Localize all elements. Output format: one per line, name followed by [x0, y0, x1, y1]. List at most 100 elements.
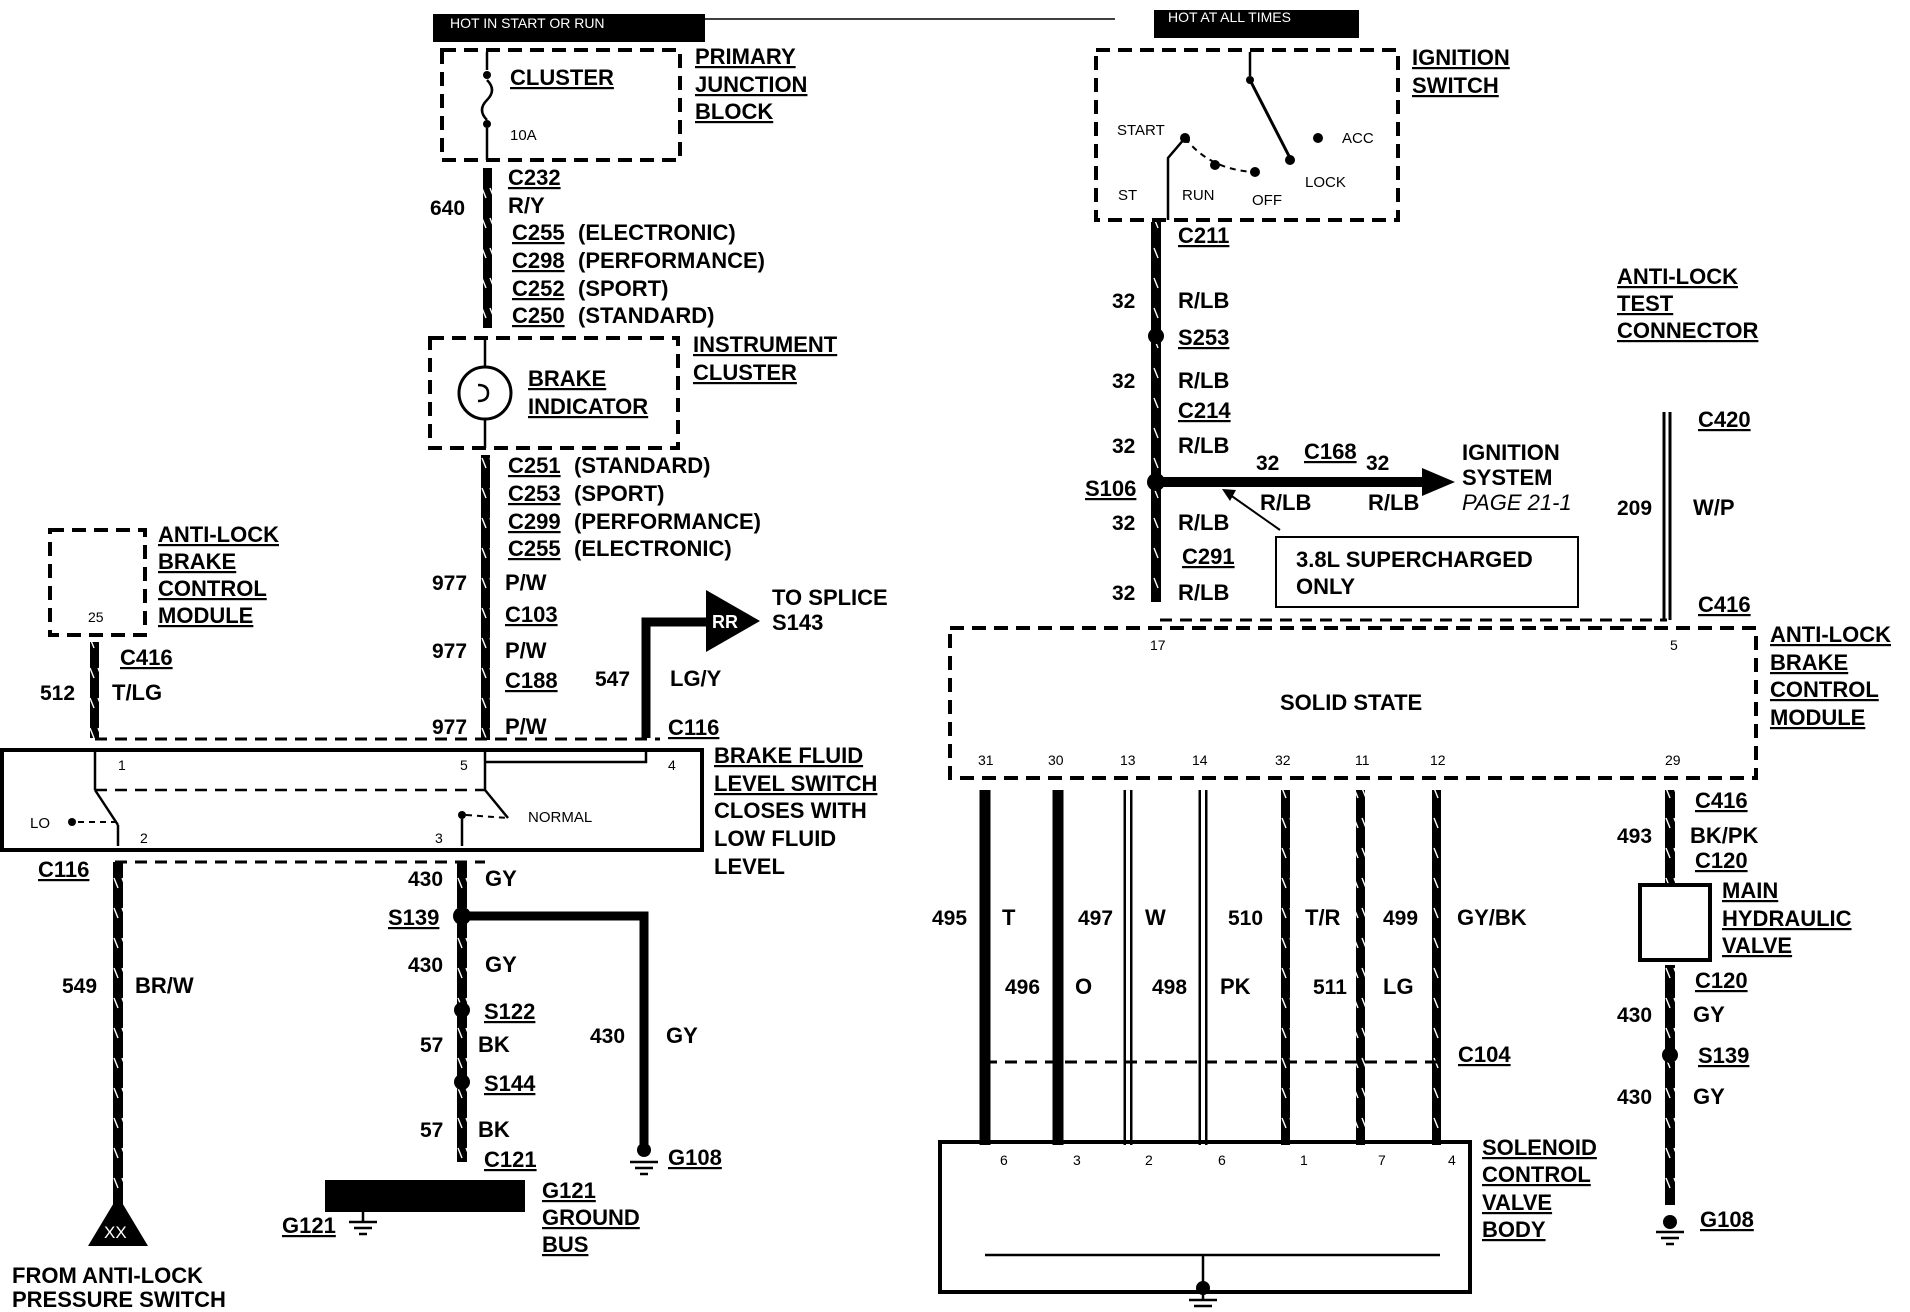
to-splice-label-2: S143	[772, 610, 823, 635]
abs-left-pin: 25	[88, 609, 104, 625]
svg-text:32: 32	[1275, 752, 1291, 768]
svg-text:C214: C214	[1178, 398, 1231, 423]
svg-text:430: 430	[408, 954, 443, 977]
svg-text:BK/PK: BK/PK	[1690, 823, 1759, 848]
svg-text:PK: PK	[1220, 974, 1251, 999]
ignition-switch	[1094, 48, 1400, 222]
svg-text:(STANDARD): (STANDARD)	[578, 303, 714, 328]
svg-text:S122: S122	[484, 999, 535, 1024]
svg-text:977: 977	[432, 640, 467, 663]
pressure-switch-label-2: PRESSURE SWITCH	[12, 1287, 226, 1312]
svg-text:(SPORT): (SPORT)	[574, 481, 664, 506]
svg-text:T/R: T/R	[1305, 905, 1341, 930]
ground-g108-left-icon	[630, 1143, 658, 1176]
svg-text:IGNITION: IGNITION	[1462, 440, 1560, 465]
svg-text:32: 32	[1256, 452, 1279, 475]
svg-text:CLOSES WITH: CLOSES WITH	[714, 798, 867, 823]
wire-32-feed	[1151, 222, 1161, 602]
svg-text:GY: GY	[1693, 1002, 1725, 1027]
switch-normal: NORMAL	[528, 809, 592, 826]
abs-right-top-pin-17: 17	[1150, 637, 1166, 653]
svg-text:VALVE: VALVE	[1722, 933, 1792, 958]
wire-512-color: T/LG	[112, 680, 162, 705]
solenoid-wires	[979, 790, 1441, 1145]
ground-g108-right-icon	[1656, 1215, 1684, 1246]
svg-text:GY: GY	[485, 952, 517, 977]
svg-text:R/LB: R/LB	[1178, 288, 1229, 313]
svg-text:LOCK: LOCK	[1305, 174, 1346, 191]
svg-text:R/LB: R/LB	[1368, 490, 1419, 515]
svg-text:(SPORT): (SPORT)	[578, 276, 668, 301]
abs-module-right-label: ANTI-LOCK BRAKE CONTROL MODULE	[1770, 622, 1891, 730]
instrument-cluster	[428, 336, 680, 450]
connector-c420: C420	[1698, 407, 1751, 432]
svg-text:7: 7	[1378, 1152, 1386, 1168]
wire-512-circuit: 512	[40, 682, 75, 705]
svg-text:(ELECTRONIC): (ELECTRONIC)	[578, 220, 736, 245]
solenoid-control-valve-body	[938, 1140, 1472, 1294]
g121-ground-bus	[325, 1180, 525, 1212]
svg-text:R/LB: R/LB	[1260, 490, 1311, 515]
solenoid-pins: 6 3 2 6 1 7 4	[1000, 1152, 1456, 1168]
svg-text:GY/BK: GY/BK	[1457, 905, 1527, 930]
svg-text:LOW FLUID: LOW FLUID	[714, 826, 836, 851]
to-splice-wire	[641, 590, 760, 738]
svg-text:510: 510	[1228, 907, 1263, 930]
to-splice-label-1: TO SPLICE	[772, 585, 888, 610]
connector-c104: C104	[1458, 1042, 1511, 1067]
svg-text:C255: C255	[512, 220, 565, 245]
brake-fluid-switch-label: BRAKE FLUID LEVEL SWITCH CLOSES WITH LOW…	[714, 743, 877, 879]
svg-text:ST: ST	[1118, 187, 1137, 204]
svg-text:S106: S106	[1085, 476, 1136, 501]
svg-text:VALVE: VALVE	[1482, 1190, 1552, 1215]
fuse-name: CLUSTER	[510, 65, 614, 90]
svg-text:BUS: BUS	[542, 1232, 588, 1257]
svg-text:C250: C250	[512, 303, 565, 328]
g121-label: G121	[282, 1213, 336, 1238]
svg-text:LG: LG	[1383, 974, 1414, 999]
wire-640-color: R/Y	[508, 193, 545, 218]
svg-text:BRAKE: BRAKE	[158, 549, 236, 574]
ignition-positions: START ACC ST RUN OFF LOCK	[1117, 122, 1374, 209]
svg-text:LEVEL: LEVEL	[714, 854, 785, 879]
svg-text:4: 4	[668, 757, 676, 773]
svg-text:GROUND: GROUND	[542, 1205, 640, 1230]
wire-430-main	[1665, 965, 1675, 1205]
supercharged-note: 3.8L SUPERCHARGED ONLY	[1222, 489, 1579, 608]
svg-text:430: 430	[590, 1025, 625, 1048]
instrument-cluster-label-2: CLUSTER	[693, 360, 797, 385]
svg-text:(STANDARD): (STANDARD)	[574, 453, 710, 478]
ignition-switch-label-2: SWITCH	[1412, 73, 1499, 98]
svg-text:CONTROL: CONTROL	[158, 576, 267, 601]
svg-text:C252: C252	[512, 276, 565, 301]
svg-text:R/LB: R/LB	[1178, 580, 1229, 605]
svg-text:430: 430	[408, 868, 443, 891]
svg-text:GY: GY	[1693, 1084, 1725, 1109]
connector-c116-top: C116	[668, 715, 719, 740]
wire-209-color: W/P	[1693, 495, 1735, 520]
svg-text:SYSTEM: SYSTEM	[1462, 465, 1552, 490]
svg-text:ONLY: ONLY	[1296, 574, 1355, 599]
svg-text:CONTROL: CONTROL	[1770, 677, 1879, 702]
svg-text:R/LB: R/LB	[1178, 433, 1229, 458]
wire-549	[113, 862, 123, 1227]
svg-text:ANTI-LOCK: ANTI-LOCK	[158, 522, 279, 547]
cluster-fuse	[480, 52, 494, 160]
lamp-label-2: INDICATOR	[528, 394, 648, 419]
svg-text:31: 31	[978, 752, 994, 768]
svg-text:11: 11	[1355, 752, 1370, 768]
svg-text:C416: C416	[1695, 788, 1748, 813]
svg-text:TEST: TEST	[1617, 291, 1674, 316]
main-valve-labels: C416 493 BK/PK C120 MAIN HYDRAULIC VALVE…	[1617, 788, 1852, 1232]
variant-connectors-top: C255 (ELECTRONIC) C298 (PERFORMANCE) C25…	[512, 220, 765, 328]
svg-text:C255: C255	[508, 536, 561, 561]
svg-text:4: 4	[1448, 1152, 1456, 1168]
solid-state-label: SOLID STATE	[1280, 690, 1422, 715]
abs-module-left	[48, 528, 147, 637]
brake-fluid-level-switch	[0, 748, 704, 852]
svg-text:ANTI-LOCK: ANTI-LOCK	[1770, 622, 1891, 647]
ignition-switch-internal	[1166, 52, 1323, 220]
svg-text:C121: C121	[484, 1147, 537, 1172]
svg-text:GY: GY	[485, 866, 517, 891]
svg-text:OFF: OFF	[1252, 192, 1282, 209]
